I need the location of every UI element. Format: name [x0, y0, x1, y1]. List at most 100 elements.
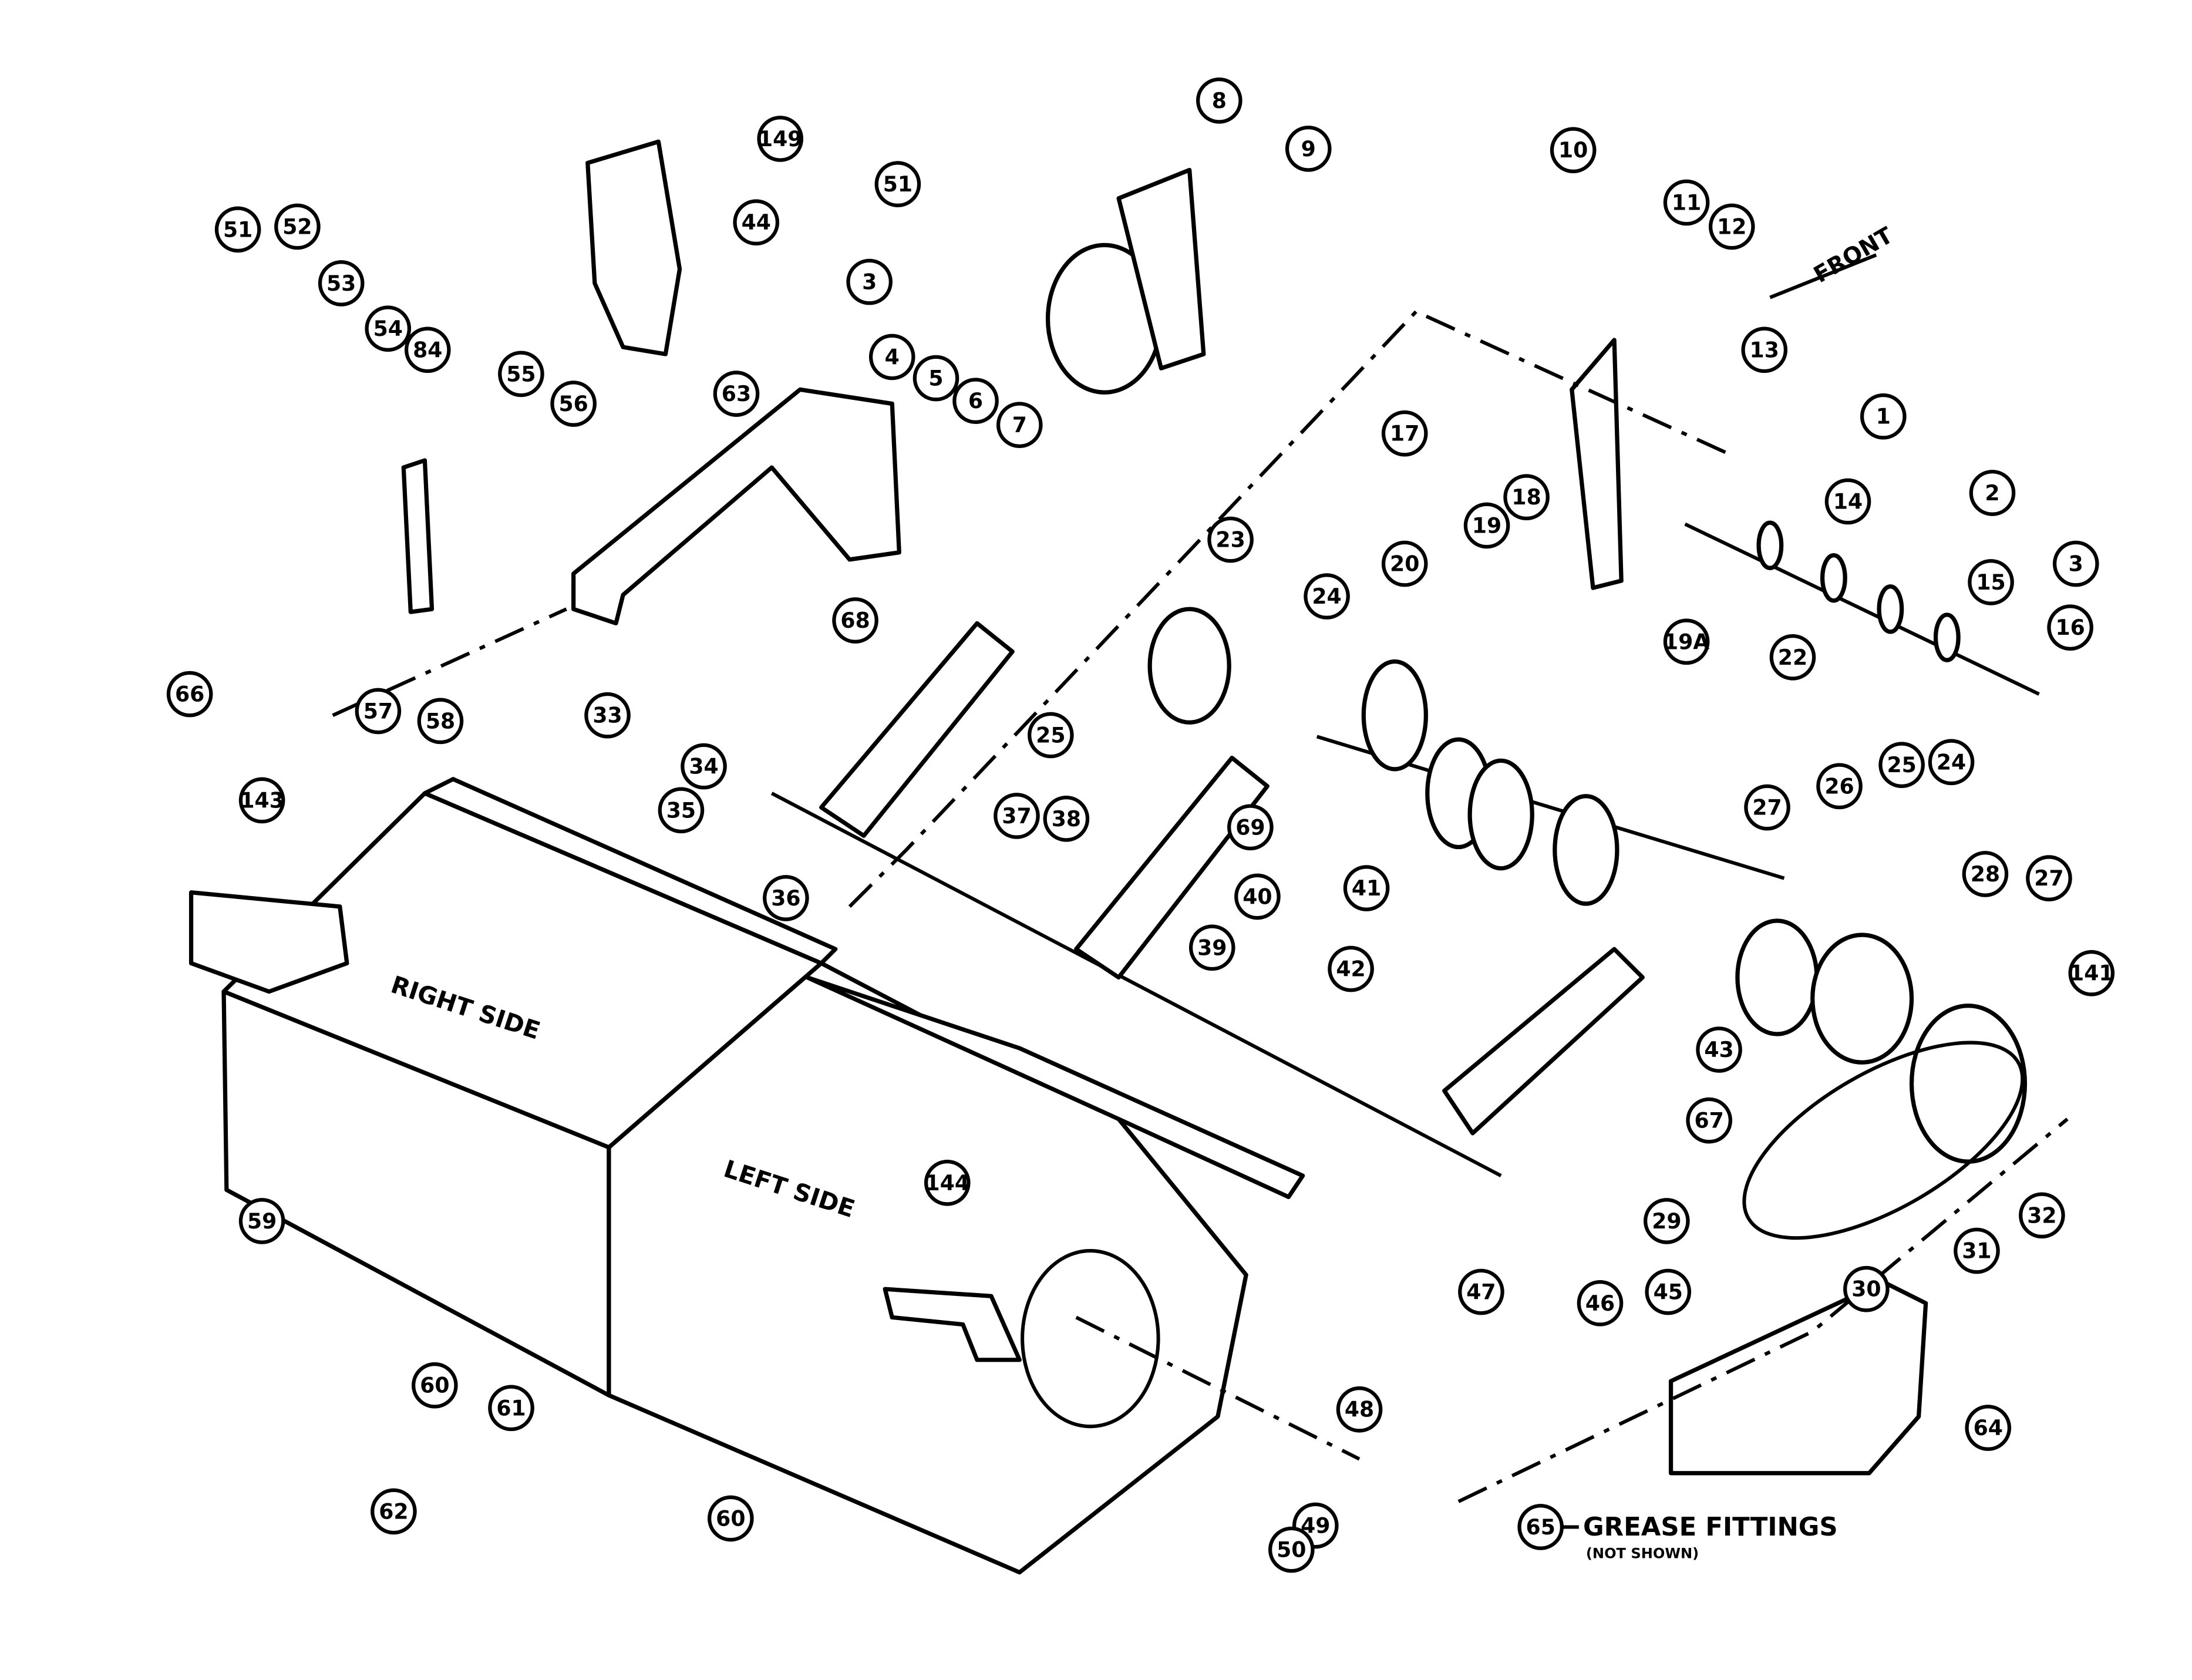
svg-text:33: 33 [592, 703, 622, 728]
svg-text:63: 63 [722, 381, 751, 406]
grease-fittings-note: GREASE FITTINGS [1583, 1513, 1838, 1542]
callout-68: 68 [832, 597, 878, 644]
callout-16: 16 [2047, 604, 2093, 651]
svg-text:141: 141 [2069, 961, 2113, 986]
svg-text:19A: 19A [1664, 629, 1709, 654]
callout-69: 69 [1227, 804, 1274, 851]
disc-24b [1735, 918, 1819, 1036]
svg-text:46: 46 [1585, 1291, 1615, 1316]
callout-5: 5 [913, 355, 959, 402]
svg-text:29: 29 [1652, 1208, 1681, 1234]
callout-28: 28 [1962, 851, 2009, 897]
callout-25: 25 [1878, 742, 1925, 788]
callout-41: 41 [1343, 865, 1390, 911]
svg-text:2: 2 [1985, 480, 1999, 506]
svg-text:34: 34 [689, 754, 718, 779]
callout-26: 26 [1816, 763, 1863, 810]
callout-144: 144 [924, 1159, 971, 1206]
svg-text:42: 42 [1336, 957, 1365, 982]
svg-text:37: 37 [1002, 803, 1031, 829]
plate-44 [585, 139, 682, 356]
bracket-143 [188, 890, 349, 994]
center-line [1457, 1117, 2069, 1503]
svg-text:47: 47 [1466, 1280, 1496, 1305]
callout-20: 20 [1381, 540, 1428, 587]
callout-10: 10 [1550, 127, 1597, 174]
callout-58: 58 [417, 698, 464, 745]
callout-55: 55 [498, 351, 544, 398]
svg-text:36: 36 [771, 886, 800, 911]
callout-62: 62 [371, 1488, 417, 1535]
callout-11: 11 [1663, 179, 1710, 226]
callout-143: 143 [238, 777, 285, 824]
callout-61: 61 [488, 1385, 534, 1432]
svg-text:10: 10 [1558, 137, 1588, 163]
callout-23: 23 [1207, 516, 1254, 563]
callout-56: 56 [550, 381, 597, 427]
callout-149: 149 [757, 116, 804, 162]
callout-7: 7 [996, 402, 1043, 449]
svg-text:58: 58 [426, 708, 455, 733]
svg-text:65: 65 [1526, 1514, 1555, 1540]
svg-text:6: 6 [968, 388, 983, 413]
callout-66: 66 [166, 671, 213, 718]
pulley-31 [1909, 1004, 2028, 1164]
front-arrow [1769, 253, 1877, 299]
svg-text:143: 143 [240, 787, 284, 813]
callout-4: 4 [868, 334, 915, 381]
callout-35: 35 [658, 787, 705, 834]
callout-51: 51 [874, 161, 921, 207]
svg-text:149: 149 [758, 126, 802, 151]
callout-15: 15 [1968, 559, 2014, 605]
svg-text:41: 41 [1352, 876, 1381, 901]
callout-42: 42 [1328, 945, 1374, 992]
callout-52: 52 [274, 203, 321, 250]
svg-text:9: 9 [1301, 136, 1316, 161]
svg-text:27: 27 [2034, 866, 2063, 891]
callout-6: 6 [952, 378, 999, 425]
svg-text:4: 4 [885, 344, 900, 369]
svg-text:18: 18 [1511, 484, 1541, 510]
svg-text:60: 60 [420, 1373, 449, 1398]
callout-34: 34 [681, 743, 727, 790]
callout-39: 39 [1188, 924, 1235, 971]
svg-text:54: 54 [373, 316, 403, 341]
svg-text:1: 1 [1876, 404, 1891, 429]
svg-text:144: 144 [925, 1170, 969, 1196]
center-line [1075, 1315, 1361, 1461]
svg-text:28: 28 [1971, 861, 2000, 887]
callout-141: 141 [2068, 950, 2115, 996]
svg-text:13: 13 [1750, 337, 1779, 362]
callout-43: 43 [1696, 1026, 1742, 1073]
callout-2: 2 [1969, 470, 2016, 516]
svg-text:23: 23 [1215, 527, 1245, 553]
svg-text:38: 38 [1052, 806, 1081, 831]
callout-27: 27 [1744, 784, 1790, 831]
callout-37: 37 [994, 793, 1040, 839]
svg-text:3: 3 [862, 270, 877, 295]
svg-text:59: 59 [247, 1208, 277, 1234]
svg-text:44: 44 [742, 210, 771, 235]
callout-18: 18 [1503, 474, 1550, 521]
svg-text:48: 48 [1345, 1397, 1374, 1422]
callout-24: 24 [1928, 739, 1975, 786]
svg-text:50: 50 [1277, 1537, 1306, 1563]
svg-text:3: 3 [2069, 551, 2083, 577]
callout-22: 22 [1769, 634, 1816, 681]
callout-53: 53 [318, 260, 365, 307]
svg-text:25: 25 [1036, 722, 1065, 748]
callout-30: 30 [1843, 1265, 1890, 1312]
disc-24 [1147, 607, 1231, 725]
svg-text:15: 15 [1976, 570, 2005, 595]
lever-68 [819, 621, 1015, 838]
belt-30 [1742, 1041, 2025, 1240]
callout-25: 25 [1028, 712, 1074, 759]
callout-38: 38 [1043, 795, 1090, 842]
callout-9: 9 [1285, 125, 1332, 172]
callout-54: 54 [365, 305, 412, 352]
lever-43 [1442, 947, 1645, 1136]
callout-63: 63 [713, 371, 760, 417]
callout-19A: 19A [1663, 618, 1710, 665]
